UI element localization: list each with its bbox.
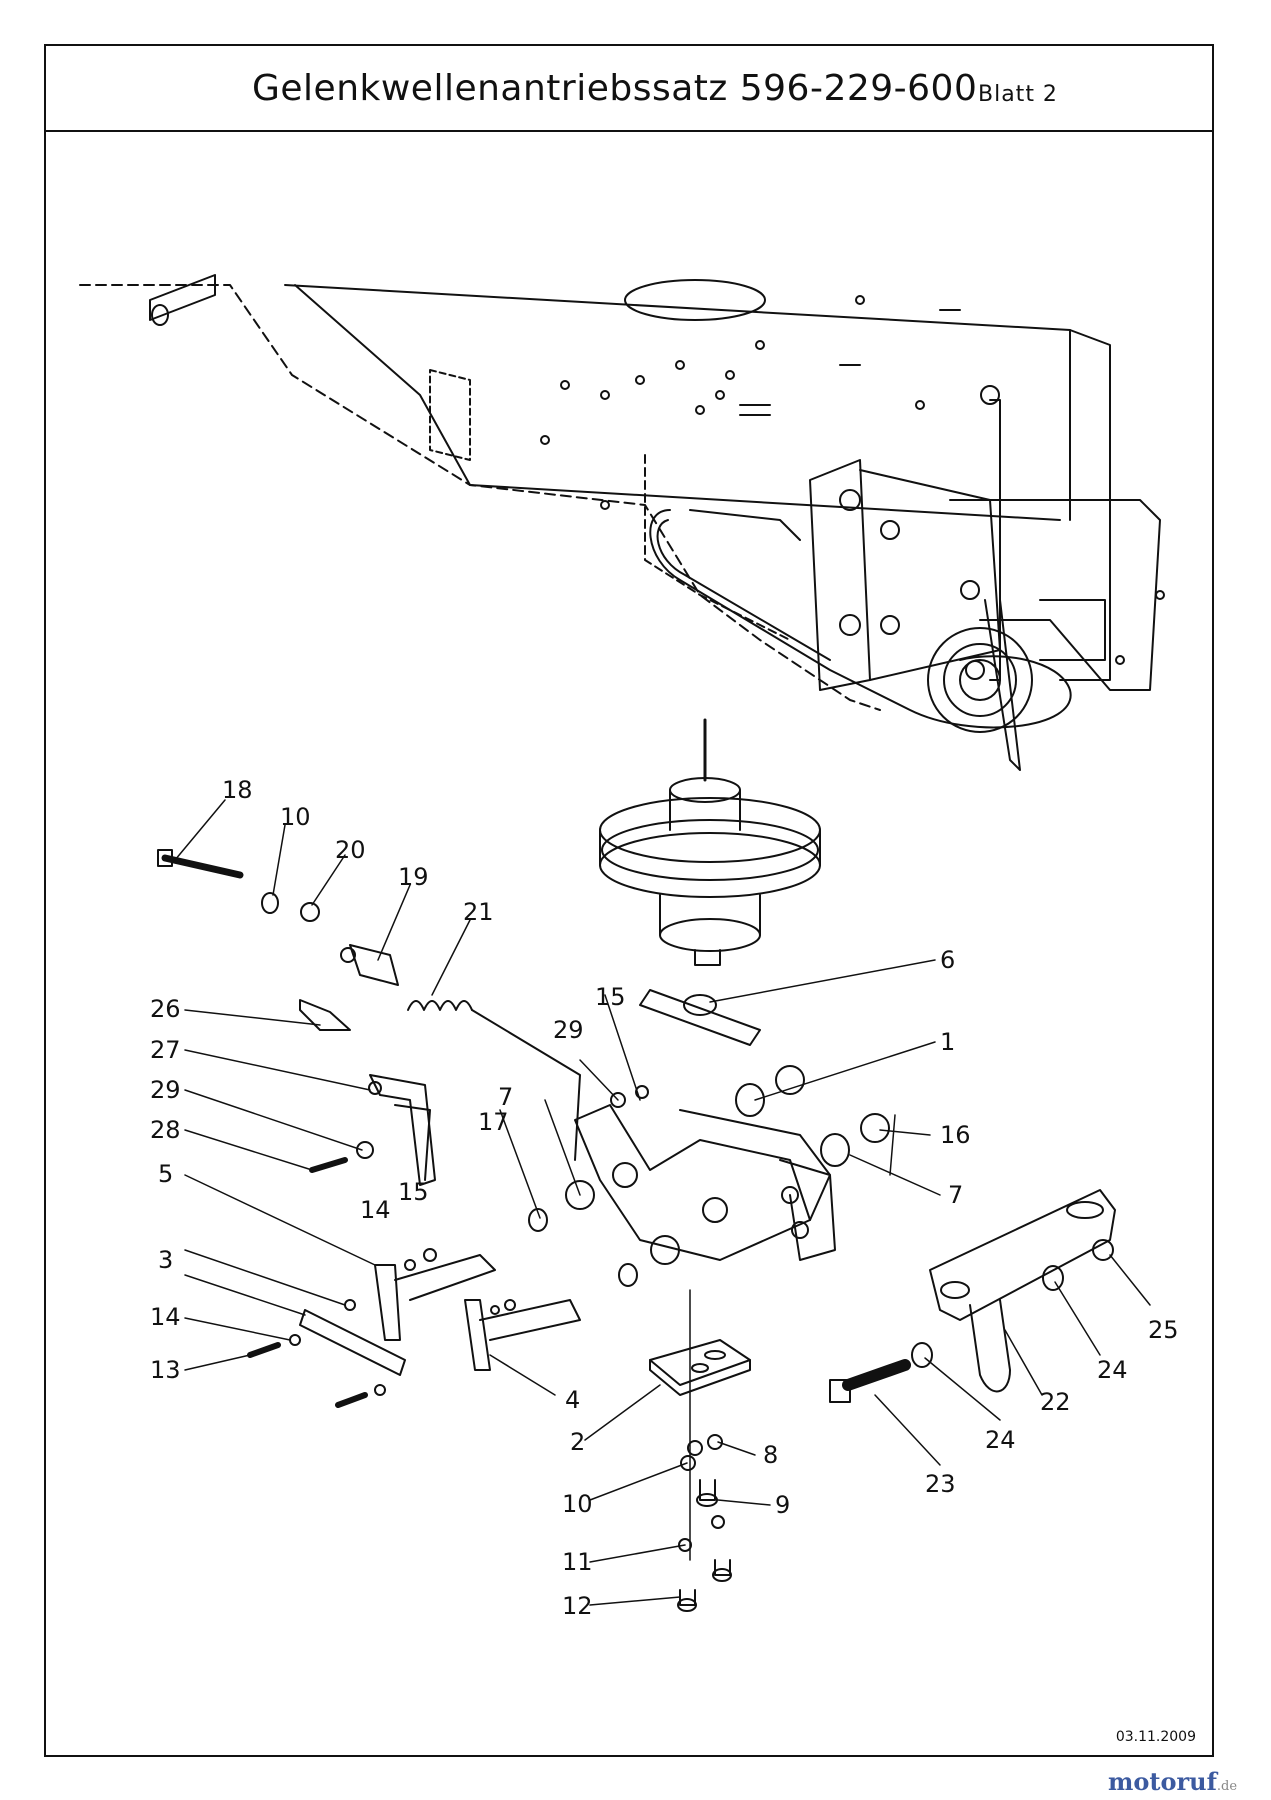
callout-2: 2 [570, 1428, 585, 1456]
sheet-number: Blatt 2 [978, 82, 1058, 107]
callout-29b: 29 [553, 1016, 584, 1044]
leader-lines [174, 799, 1151, 1606]
callout-5: 5 [158, 1160, 173, 1188]
callout-17: 17 [478, 1108, 509, 1136]
callout-15a: 15 [398, 1178, 429, 1206]
callout-7a: 7 [498, 1083, 513, 1111]
page-title: Gelenkwellenantriebssatz 596-229-600 [252, 68, 978, 109]
callout-13: 13 [150, 1356, 181, 1384]
callout-15b: 15 [595, 983, 626, 1011]
callout-1: 1 [940, 1028, 955, 1056]
center-bracket [528, 989, 890, 1561]
callout-14b: 14 [150, 1303, 181, 1331]
callout-22: 22 [1040, 1388, 1071, 1416]
callout-6: 6 [940, 946, 955, 974]
callout-12: 12 [562, 1592, 593, 1620]
callout-7b: 7 [948, 1181, 963, 1209]
arm-assembly [829, 1189, 1116, 1403]
callout-10: 10 [280, 803, 311, 831]
callout-8: 8 [763, 1441, 778, 1469]
callout-27: 27 [150, 1036, 181, 1064]
callout-18: 18 [222, 776, 253, 804]
revision-date: 03.11.2009 [1115, 1729, 1196, 1745]
callout-4: 4 [565, 1386, 580, 1414]
callout-23: 23 [925, 1470, 956, 1498]
callout-29a: 29 [150, 1076, 181, 1104]
callout-28: 28 [150, 1116, 181, 1144]
callout-26: 26 [150, 995, 181, 1023]
callout-labels: 18 10 20 19 21 26 27 29 28 5 14 15 3 14 … [150, 776, 1179, 1620]
callout-19: 19 [398, 863, 429, 891]
title-bar: Gelenkwellenantriebssatz 596-229-600 Bla… [46, 46, 1212, 132]
callout-14a: 14 [360, 1196, 391, 1224]
callout-21: 21 [463, 898, 494, 926]
belt-assembly [649, 385, 1165, 771]
callout-9: 9 [775, 1491, 790, 1519]
callout-24a: 24 [1097, 1356, 1128, 1384]
plate-hardware [649, 1339, 751, 1612]
linkage-parts [157, 849, 581, 1408]
callout-3: 3 [158, 1246, 173, 1274]
callout-25: 25 [1148, 1316, 1179, 1344]
pulley [599, 718, 821, 966]
brand-logo: motoruf.de [1108, 1767, 1238, 1796]
callout-16: 16 [940, 1121, 971, 1149]
callout-10b: 10 [562, 1490, 593, 1518]
callout-20: 20 [335, 836, 366, 864]
callout-11: 11 [562, 1548, 593, 1576]
drawing-sheet: Gelenkwellenantriebssatz 596-229-600 Bla… [44, 44, 1214, 1757]
callout-24b: 24 [985, 1426, 1016, 1454]
